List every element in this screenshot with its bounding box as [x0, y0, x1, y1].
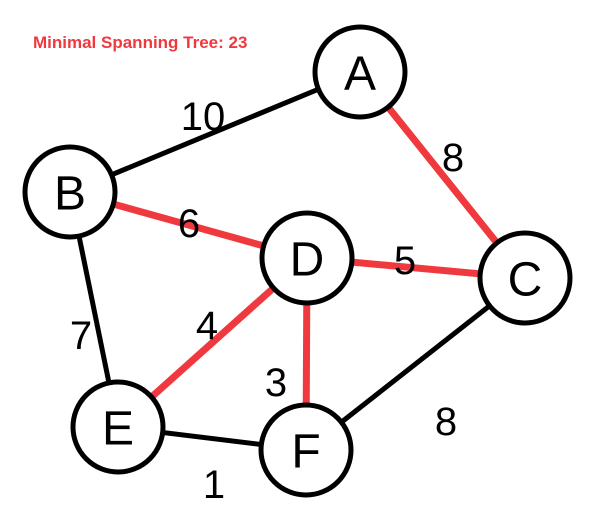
node-c: C: [477, 230, 573, 326]
edge-weight-b-d: 6: [178, 202, 200, 246]
node-b: B: [22, 144, 118, 240]
node-e: E: [70, 379, 166, 475]
node-label: C: [508, 254, 543, 307]
mst-title: Minimal Spanning Tree: 23: [33, 33, 248, 52]
node-label: F: [291, 426, 320, 479]
edge-weight-a-c: 8: [442, 136, 464, 180]
node-a: A: [312, 24, 408, 120]
edge-weight-f-c: 8: [435, 400, 457, 444]
edge-weight-d-f: 3: [265, 361, 287, 405]
node-circle: [22, 144, 118, 240]
nodes-layer: A B C D E F: [22, 24, 573, 498]
node-circle: [259, 210, 355, 306]
node-circle: [258, 402, 354, 498]
edge-b-a: [69, 69, 361, 195]
edge-weight-b-e: 7: [70, 314, 92, 358]
edge-weight-d-c: 5: [394, 239, 416, 283]
node-f: F: [258, 402, 354, 498]
edge-weight-e-d: 4: [196, 304, 218, 348]
node-label: E: [102, 403, 134, 456]
node-label: B: [54, 168, 86, 221]
node-circle: [312, 24, 408, 120]
node-circle: [70, 379, 166, 475]
weights-layer: 10 8 6 5 7 4 3 8 1: [70, 95, 464, 507]
edge-weight-b-a: 10: [181, 95, 226, 139]
node-circle: [477, 230, 573, 326]
edge-weight-e-f: 1: [203, 463, 225, 507]
node-label: A: [344, 48, 376, 101]
node-label: D: [290, 234, 325, 287]
node-d: D: [259, 210, 355, 306]
